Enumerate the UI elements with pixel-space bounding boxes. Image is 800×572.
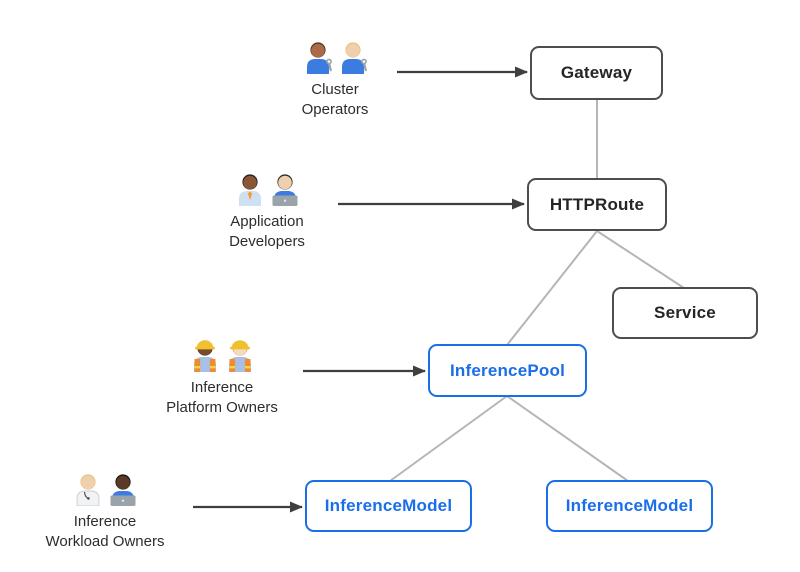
node-inferencemodel-left-label: InferenceModel bbox=[324, 496, 453, 515]
actor-workload-owners-label-line2: Workload Owners bbox=[45, 533, 165, 550]
node-gateway: Gateway bbox=[530, 46, 663, 100]
actor-platform-owners-label-line1: Inference bbox=[190, 379, 254, 396]
actor-cluster-operators: Cluster Operators bbox=[265, 38, 405, 120]
edge-httproute-inferencepool bbox=[506, 230, 598, 346]
actor-application-developers-label-line1: Application bbox=[230, 213, 304, 230]
health-worker-and-technologist-emoji-pair-icon bbox=[73, 470, 138, 506]
edge-inferencepool-inferencemodel-left bbox=[389, 395, 508, 482]
node-service-label: Service bbox=[654, 303, 716, 322]
node-httproute-label: HTTPRoute bbox=[549, 194, 645, 214]
office-worker-and-technologist-emoji-pair-icon bbox=[235, 170, 300, 206]
mechanic-emoji-pair-icon bbox=[303, 38, 368, 74]
node-httproute: HTTPRoute bbox=[527, 178, 667, 231]
actor-platform-owners-label-line2: Platform Owners bbox=[166, 399, 278, 416]
actor-inference-platform-owners: Inference Platform Owners bbox=[137, 336, 307, 418]
construction-worker-emoji-pair-icon bbox=[190, 336, 255, 372]
actor-cluster-operators-label-line2: Operators bbox=[301, 101, 369, 118]
node-inferencepool: InferencePool bbox=[428, 344, 587, 397]
edge-httproute-service bbox=[596, 230, 685, 289]
node-inferencemodel-right-label: InferenceModel bbox=[565, 496, 694, 515]
node-inferencemodel-right: InferenceModel bbox=[546, 480, 713, 532]
actor-workload-owners-label-line1: Inference bbox=[73, 513, 137, 530]
actor-application-developers: Application Developers bbox=[197, 170, 337, 252]
actor-cluster-operators-label-line1: Cluster bbox=[311, 81, 359, 98]
node-inferencepool-label: InferencePool bbox=[449, 360, 566, 380]
node-inferencemodel-left: InferenceModel bbox=[305, 480, 472, 532]
edge-inferencepool-inferencemodel-right bbox=[506, 395, 629, 482]
actor-application-developers-label-line2: Developers bbox=[229, 233, 305, 250]
actor-inference-workload-owners: Inference Workload Owners bbox=[15, 470, 195, 552]
node-service: Service bbox=[612, 287, 758, 339]
node-gateway-label: Gateway bbox=[560, 63, 633, 82]
